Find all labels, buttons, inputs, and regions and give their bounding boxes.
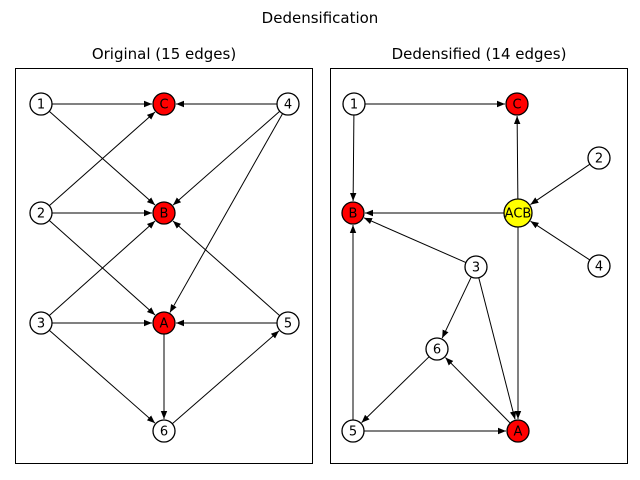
node-label-A: A [514, 425, 523, 440]
node-circle-5 [276, 311, 300, 335]
node-circle-1 [29, 92, 53, 116]
graph-node-6: 6 [152, 419, 176, 443]
graph-edge-4-ACB [530, 220, 591, 261]
node-circle-3 [464, 255, 488, 279]
node-label-2: 2 [595, 152, 603, 167]
graph-node-1: 1 [29, 92, 53, 116]
node-label-C: C [512, 98, 521, 113]
graph-node-A: A [506, 419, 530, 443]
node-label-4: 4 [595, 260, 603, 275]
graph-edge-3-B [48, 220, 156, 317]
graph-edge-6-5 [171, 330, 280, 425]
graph-node-1: 1 [342, 92, 366, 116]
graph-edge-3-6 [48, 329, 156, 424]
graph-node-ACB: ACB [503, 198, 533, 228]
node-circle-C [505, 92, 529, 116]
node-label-5: 5 [284, 317, 292, 332]
node-circle-2 [587, 146, 611, 170]
graph-edge-2-C [48, 111, 156, 207]
node-label-5: 5 [349, 425, 357, 440]
graph-edge-3-A [478, 277, 517, 420]
graph-node-B: B [152, 201, 176, 225]
node-circle-6 [425, 337, 449, 361]
graph-edge-6-5 [361, 356, 430, 423]
node-circle-B [341, 201, 365, 225]
node-label-1: 1 [350, 98, 358, 113]
right-panel-graph: 1 C 2B ACB 3 4 6 5 A [341, 92, 611, 443]
graph-node-3: 3 [464, 255, 488, 279]
graph-node-C: C [152, 92, 176, 116]
node-label-3: 3 [37, 317, 45, 332]
node-circle-A [152, 311, 176, 335]
node-label-3: 3 [472, 261, 480, 276]
node-label-C: C [159, 98, 168, 113]
node-circle-B [152, 201, 176, 225]
graph-edge-3-B [363, 217, 467, 264]
graph-node-5: 5 [276, 311, 300, 335]
graph-edge-4-A [169, 113, 284, 313]
node-circle-C [152, 92, 176, 116]
graph-node-3: 3 [29, 311, 53, 335]
node-label-B: B [160, 207, 169, 222]
graph-edge-5-B [172, 220, 281, 317]
graph-edge-A-6 [445, 357, 511, 424]
node-circle-ACB [503, 198, 533, 228]
graph-node-2: 2 [29, 201, 53, 225]
graph-node-6: 6 [425, 337, 449, 361]
node-circle-5 [341, 419, 365, 443]
left-panel: 1 C 4 2 B 3 A 5 6 [15, 68, 313, 464]
node-circle-4 [587, 254, 611, 278]
graph-edge-4-B [172, 110, 281, 206]
node-label-1: 1 [37, 98, 45, 113]
left-panel-graph: 1 C 4 2 B 3 A 5 6 [29, 92, 300, 443]
figure-title: Dedensification [261, 9, 379, 27]
node-circle-A [506, 419, 530, 443]
graph-node-A: A [152, 311, 176, 335]
node-label-A: A [160, 317, 169, 332]
node-label-ACB: ACB [505, 207, 532, 222]
graph-node-4: 4 [276, 92, 300, 116]
graph-node-B: B [341, 201, 365, 225]
node-circle-2 [29, 201, 53, 225]
graph-edge-3-6 [441, 276, 472, 339]
node-label-4: 4 [284, 98, 292, 113]
graph-edge-ACB-C [513, 115, 521, 200]
graph-node-5: 5 [341, 419, 365, 443]
graph-node-C: C [505, 92, 529, 116]
node-label-B: B [349, 207, 358, 222]
left-panel-title: Original (15 edges) [91, 45, 237, 63]
graph-node-2: 2 [587, 146, 611, 170]
node-label-2: 2 [37, 207, 45, 222]
graph-node-4: 4 [587, 254, 611, 278]
node-circle-6 [152, 419, 176, 443]
right-panel-title: Dedensified (14 edges) [391, 45, 567, 63]
graph-edge-1-B [349, 114, 357, 202]
node-label-6: 6 [160, 425, 168, 440]
node-label-6: 6 [433, 343, 441, 358]
node-circle-1 [342, 92, 366, 116]
graph-edge-2-ACB [530, 163, 591, 205]
node-circle-4 [276, 92, 300, 116]
node-circle-3 [29, 311, 53, 335]
